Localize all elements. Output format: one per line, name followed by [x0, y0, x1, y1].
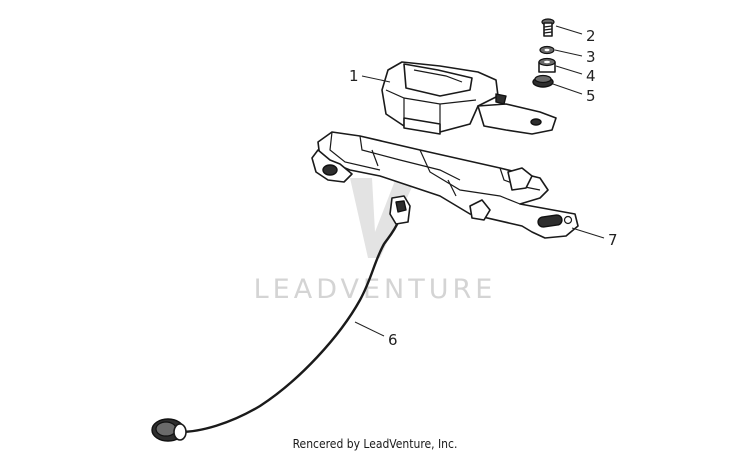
- leader-7: [571, 227, 605, 239]
- part-1-sensor-unit[interactable]: [381, 61, 557, 135]
- leader-5: [552, 83, 583, 95]
- callout-6: 6: [388, 331, 398, 349]
- callout-2: 2: [586, 27, 596, 45]
- callout-4: 4: [586, 67, 596, 85]
- callout-5: 5: [586, 87, 596, 105]
- part-5-grommet[interactable]: [532, 74, 554, 88]
- part-7-support-bracket[interactable]: [311, 131, 579, 239]
- part-2-screw[interactable]: [541, 18, 555, 37]
- part-3-washer[interactable]: [539, 45, 555, 55]
- leader-1: [361, 75, 391, 83]
- leader-6: [354, 321, 385, 337]
- footer-credit: Rencered by LeadVenture, Inc.: [292, 437, 458, 451]
- leader-3: [554, 49, 583, 57]
- callout-7: 7: [608, 231, 618, 249]
- part-4-spacer[interactable]: [538, 57, 556, 73]
- callout-1: 1: [349, 67, 359, 85]
- callout-3: 3: [586, 48, 596, 66]
- watermark-text: LEADVENTURE: [254, 274, 497, 305]
- leader-2: [555, 25, 583, 35]
- part-6-cable-assembly[interactable]: [151, 195, 411, 442]
- leader-4: [555, 65, 583, 75]
